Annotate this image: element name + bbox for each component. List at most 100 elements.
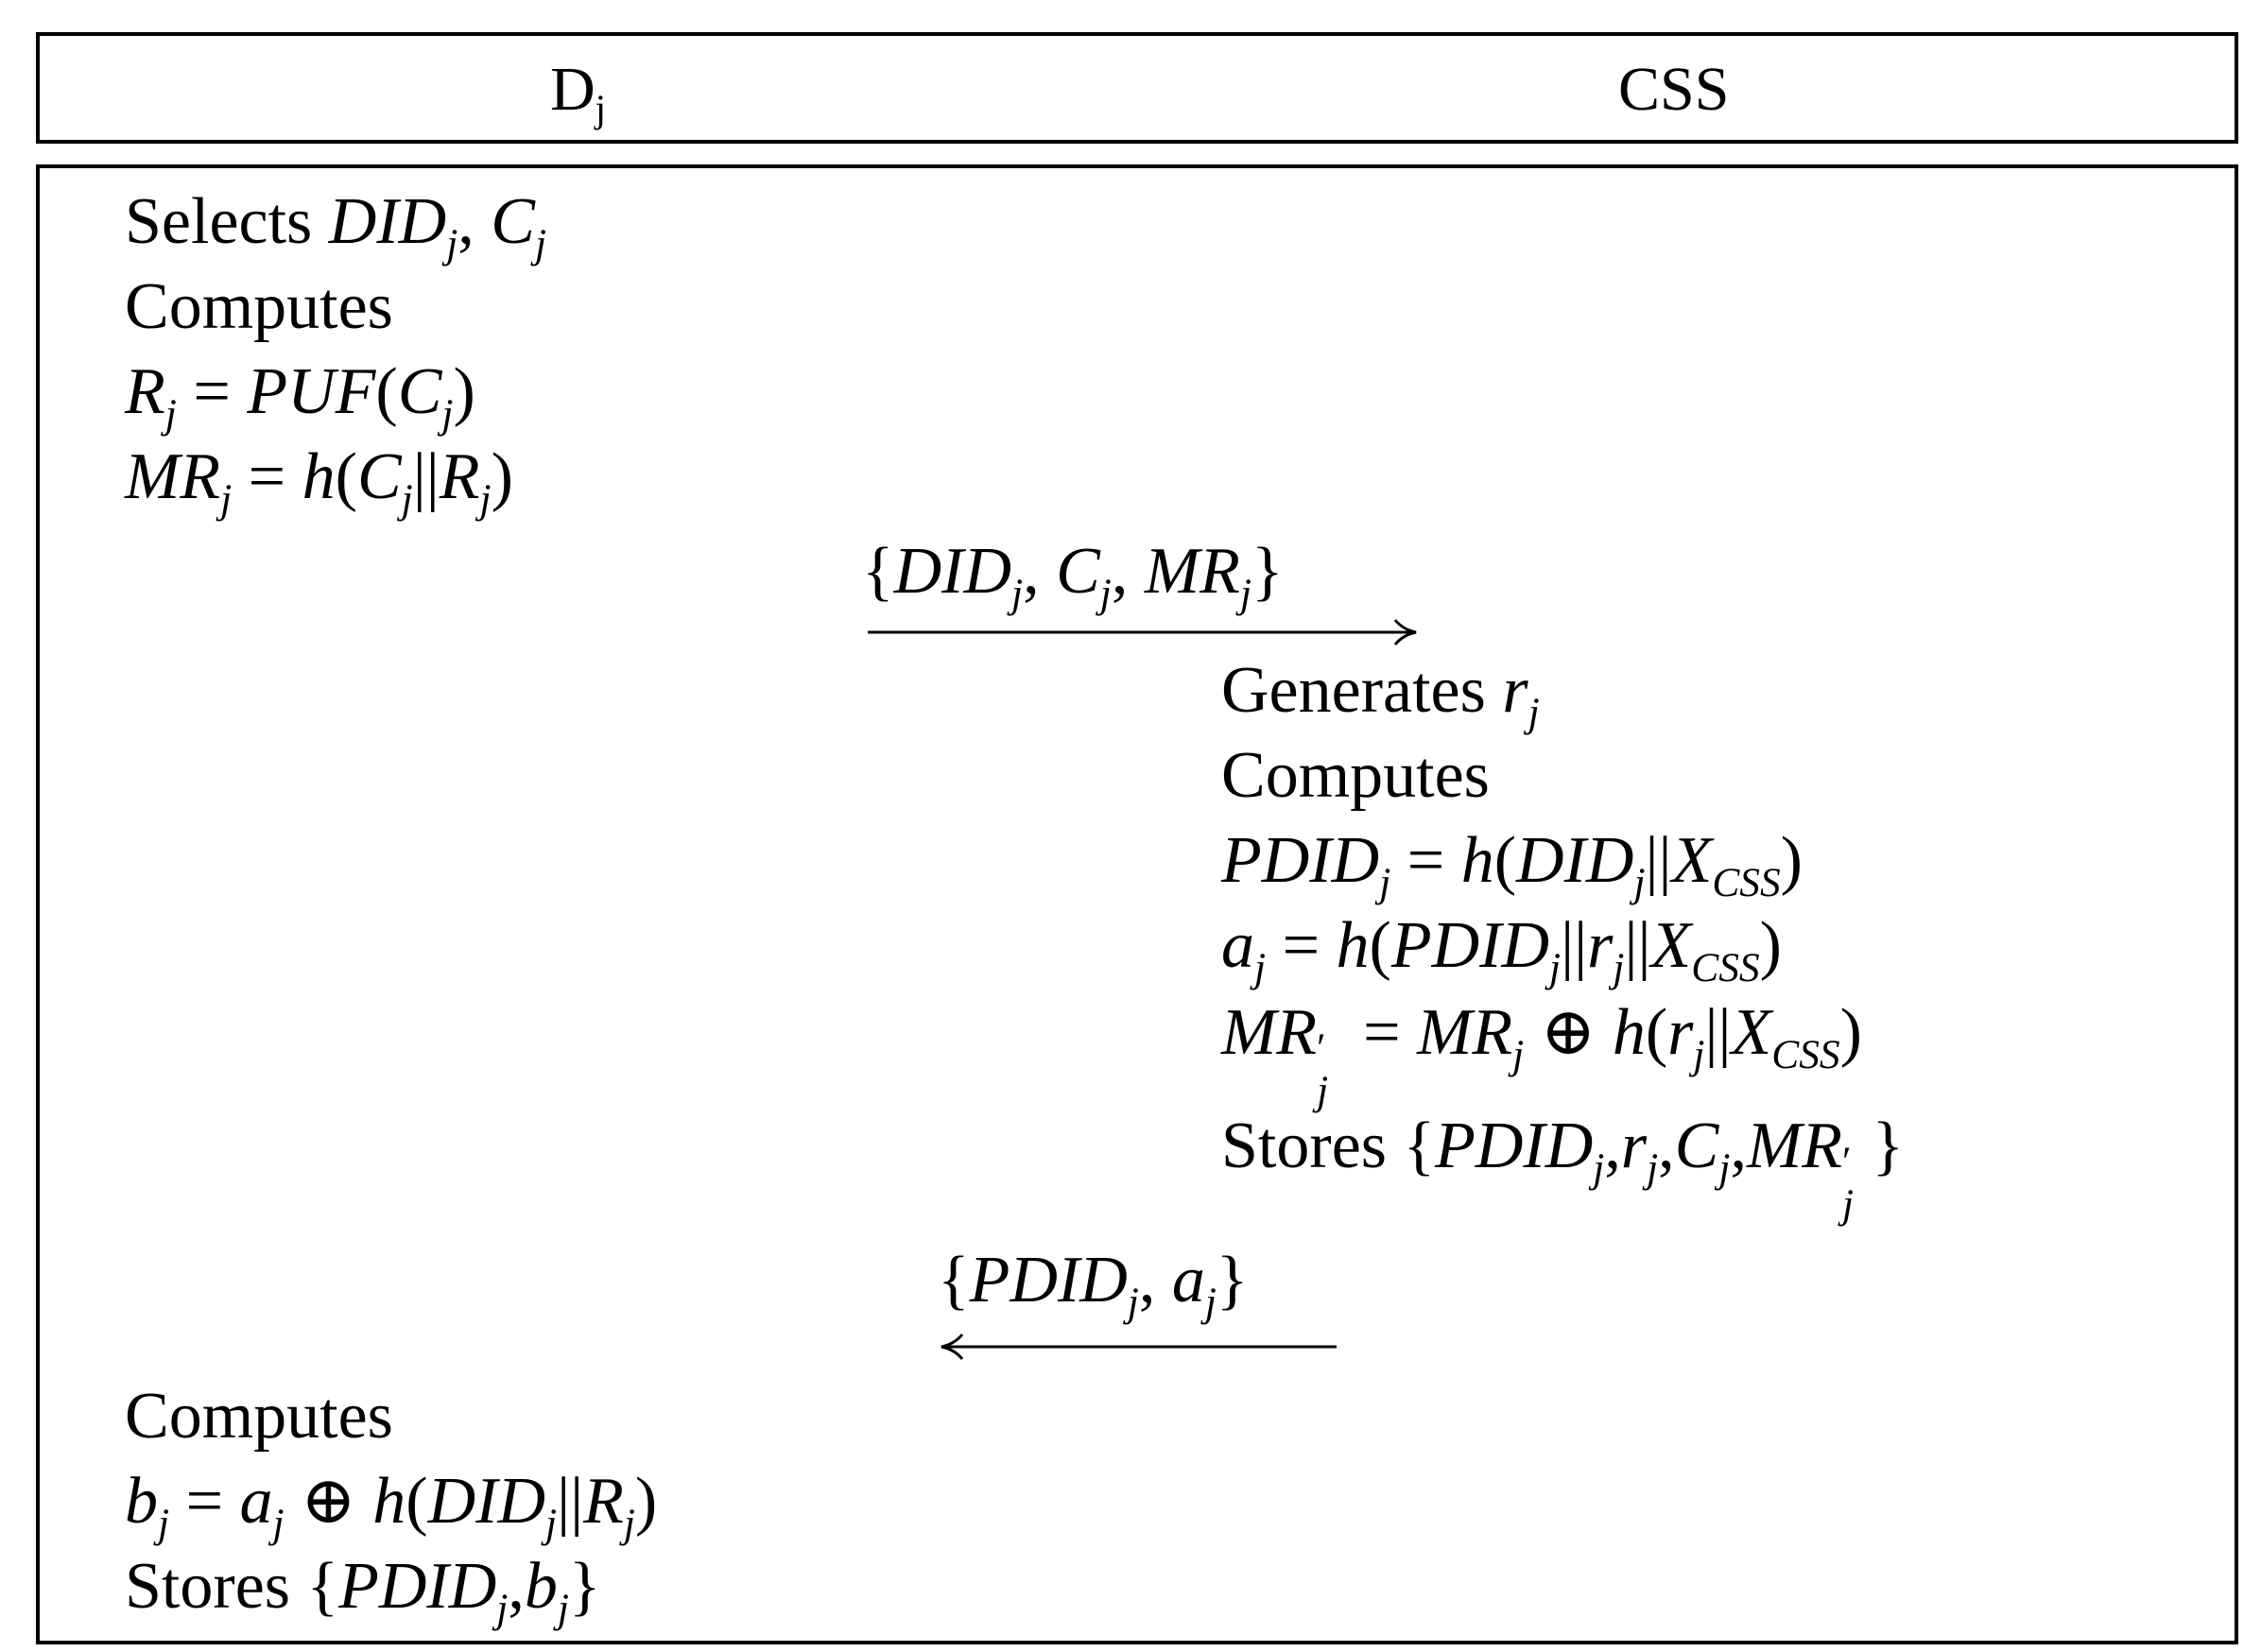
- sep: ,: [457, 185, 475, 258]
- server-eq-a: aj = h(PDIDj||rj||XCSS): [1221, 913, 1782, 989]
- brace: {: [862, 535, 894, 608]
- sub: j: [1613, 944, 1625, 990]
- sub: j: [401, 475, 413, 522]
- sub: CSS: [1712, 859, 1781, 905]
- sub: j: [1593, 1144, 1605, 1191]
- device-eq-b: bj = aj ⊕ h(DIDj||Rj): [125, 1469, 657, 1544]
- verb: Stores: [1221, 1110, 1387, 1182]
- verb: Selects: [125, 185, 313, 258]
- sep: ,: [1658, 1110, 1675, 1182]
- header-right-party: CSS: [1618, 55, 1730, 124]
- sep: ,: [1604, 1110, 1621, 1182]
- brace: }: [1872, 1110, 1905, 1182]
- sep: ,: [508, 1550, 525, 1623]
- concat: ||: [412, 440, 440, 513]
- brace: {: [306, 1550, 339, 1623]
- var: X: [1731, 996, 1772, 1069]
- sub: j: [534, 220, 547, 267]
- var: b: [524, 1550, 558, 1623]
- xor-operator: ⊕: [1540, 996, 1597, 1069]
- paren: ): [1780, 824, 1803, 897]
- sub: j: [1239, 570, 1251, 616]
- fn: h: [1612, 996, 1646, 1069]
- paren: (: [335, 440, 357, 513]
- left-party-sub: j: [595, 87, 607, 130]
- sub: j: [446, 220, 458, 267]
- var: a: [239, 1465, 273, 1538]
- paren: ): [1759, 909, 1782, 982]
- sub: j: [479, 475, 492, 522]
- server-computes-label: Computes: [1221, 739, 1490, 812]
- paren: ): [453, 355, 475, 428]
- fn: PUF: [247, 355, 376, 428]
- brace: {: [1403, 1110, 1436, 1182]
- sub: j: [1693, 1031, 1705, 1077]
- arg: C: [397, 355, 442, 428]
- xor-operator: ⊕: [301, 1465, 356, 1538]
- sub: j: [1379, 859, 1391, 905]
- sub: j: [158, 1500, 170, 1546]
- fn: h: [372, 1465, 406, 1538]
- prime: ′: [1317, 1025, 1326, 1072]
- sub: j: [1647, 1144, 1659, 1191]
- message-1-label: {DIDj, Cj, MRj}: [862, 539, 1284, 614]
- var: PDID: [969, 1244, 1128, 1316]
- server-eq-pdid: PDIDj = h(DIDj||XCSS): [1221, 828, 1803, 903]
- sub: j: [272, 1500, 285, 1546]
- var: X: [1650, 909, 1692, 982]
- var: PDID: [338, 1550, 497, 1623]
- verb: Stores: [125, 1550, 290, 1623]
- paren: ): [1839, 996, 1862, 1069]
- concat: ||: [1561, 909, 1588, 982]
- var: r: [1587, 909, 1614, 982]
- var: PDID: [1435, 1110, 1594, 1182]
- concat: ||: [557, 1465, 584, 1538]
- device-computes-label: Computes: [125, 270, 393, 343]
- var: MR: [1417, 996, 1513, 1069]
- var: DID: [427, 1465, 545, 1538]
- op: =: [1282, 909, 1320, 982]
- fn: h: [1336, 909, 1370, 982]
- var: MR: [1746, 1110, 1843, 1182]
- op: =: [1407, 824, 1445, 897]
- sep: ,: [1111, 535, 1129, 608]
- sub: j: [1549, 944, 1562, 990]
- sub: j: [1633, 859, 1646, 905]
- var: r: [1667, 996, 1694, 1069]
- prime: ′: [1842, 1139, 1852, 1185]
- var: r: [1502, 654, 1528, 727]
- lhs: MR: [125, 440, 221, 513]
- sub: j: [164, 390, 177, 437]
- var: r: [1620, 1110, 1648, 1182]
- device-stores-line: Stores {PDIDj,bj}: [125, 1554, 601, 1629]
- paren: (: [406, 1465, 428, 1538]
- server-eq-mr-prime: MR′j = MRj ⊕ h(rj||XCSS): [1221, 1000, 1862, 1112]
- sep: ,: [1730, 1110, 1747, 1182]
- paren: ): [491, 440, 513, 513]
- lhs: MR: [1221, 996, 1318, 1069]
- message-1-arrow-right: [868, 619, 1417, 645]
- sep: ,: [1138, 1244, 1156, 1316]
- brace: }: [1216, 1244, 1249, 1316]
- sub: j: [220, 475, 233, 522]
- paren: (: [1645, 996, 1668, 1069]
- arg: R: [439, 440, 480, 513]
- sep: ,: [1023, 535, 1040, 608]
- sub: j: [1127, 1279, 1139, 1325]
- device-eq-mr: MRj = h(Cj||Rj): [125, 444, 513, 520]
- lhs: R: [125, 355, 165, 428]
- var: R: [583, 1465, 624, 1538]
- var: C: [1056, 535, 1100, 608]
- var: PDID: [1390, 909, 1550, 982]
- left-party-name: D: [550, 55, 595, 124]
- concat: ||: [1704, 996, 1732, 1069]
- var: X: [1671, 824, 1713, 897]
- concat: ||: [1624, 909, 1651, 982]
- sub: j: [1204, 1279, 1217, 1325]
- fn: h: [302, 440, 336, 513]
- server-stores-line: Stores {PDIDj,rj,Cj,MR′j}: [1221, 1110, 1905, 1226]
- op: =: [248, 440, 286, 513]
- header-box: Dj CSS: [36, 32, 2238, 144]
- op: =: [185, 1465, 224, 1538]
- sub: CSS: [1691, 944, 1760, 990]
